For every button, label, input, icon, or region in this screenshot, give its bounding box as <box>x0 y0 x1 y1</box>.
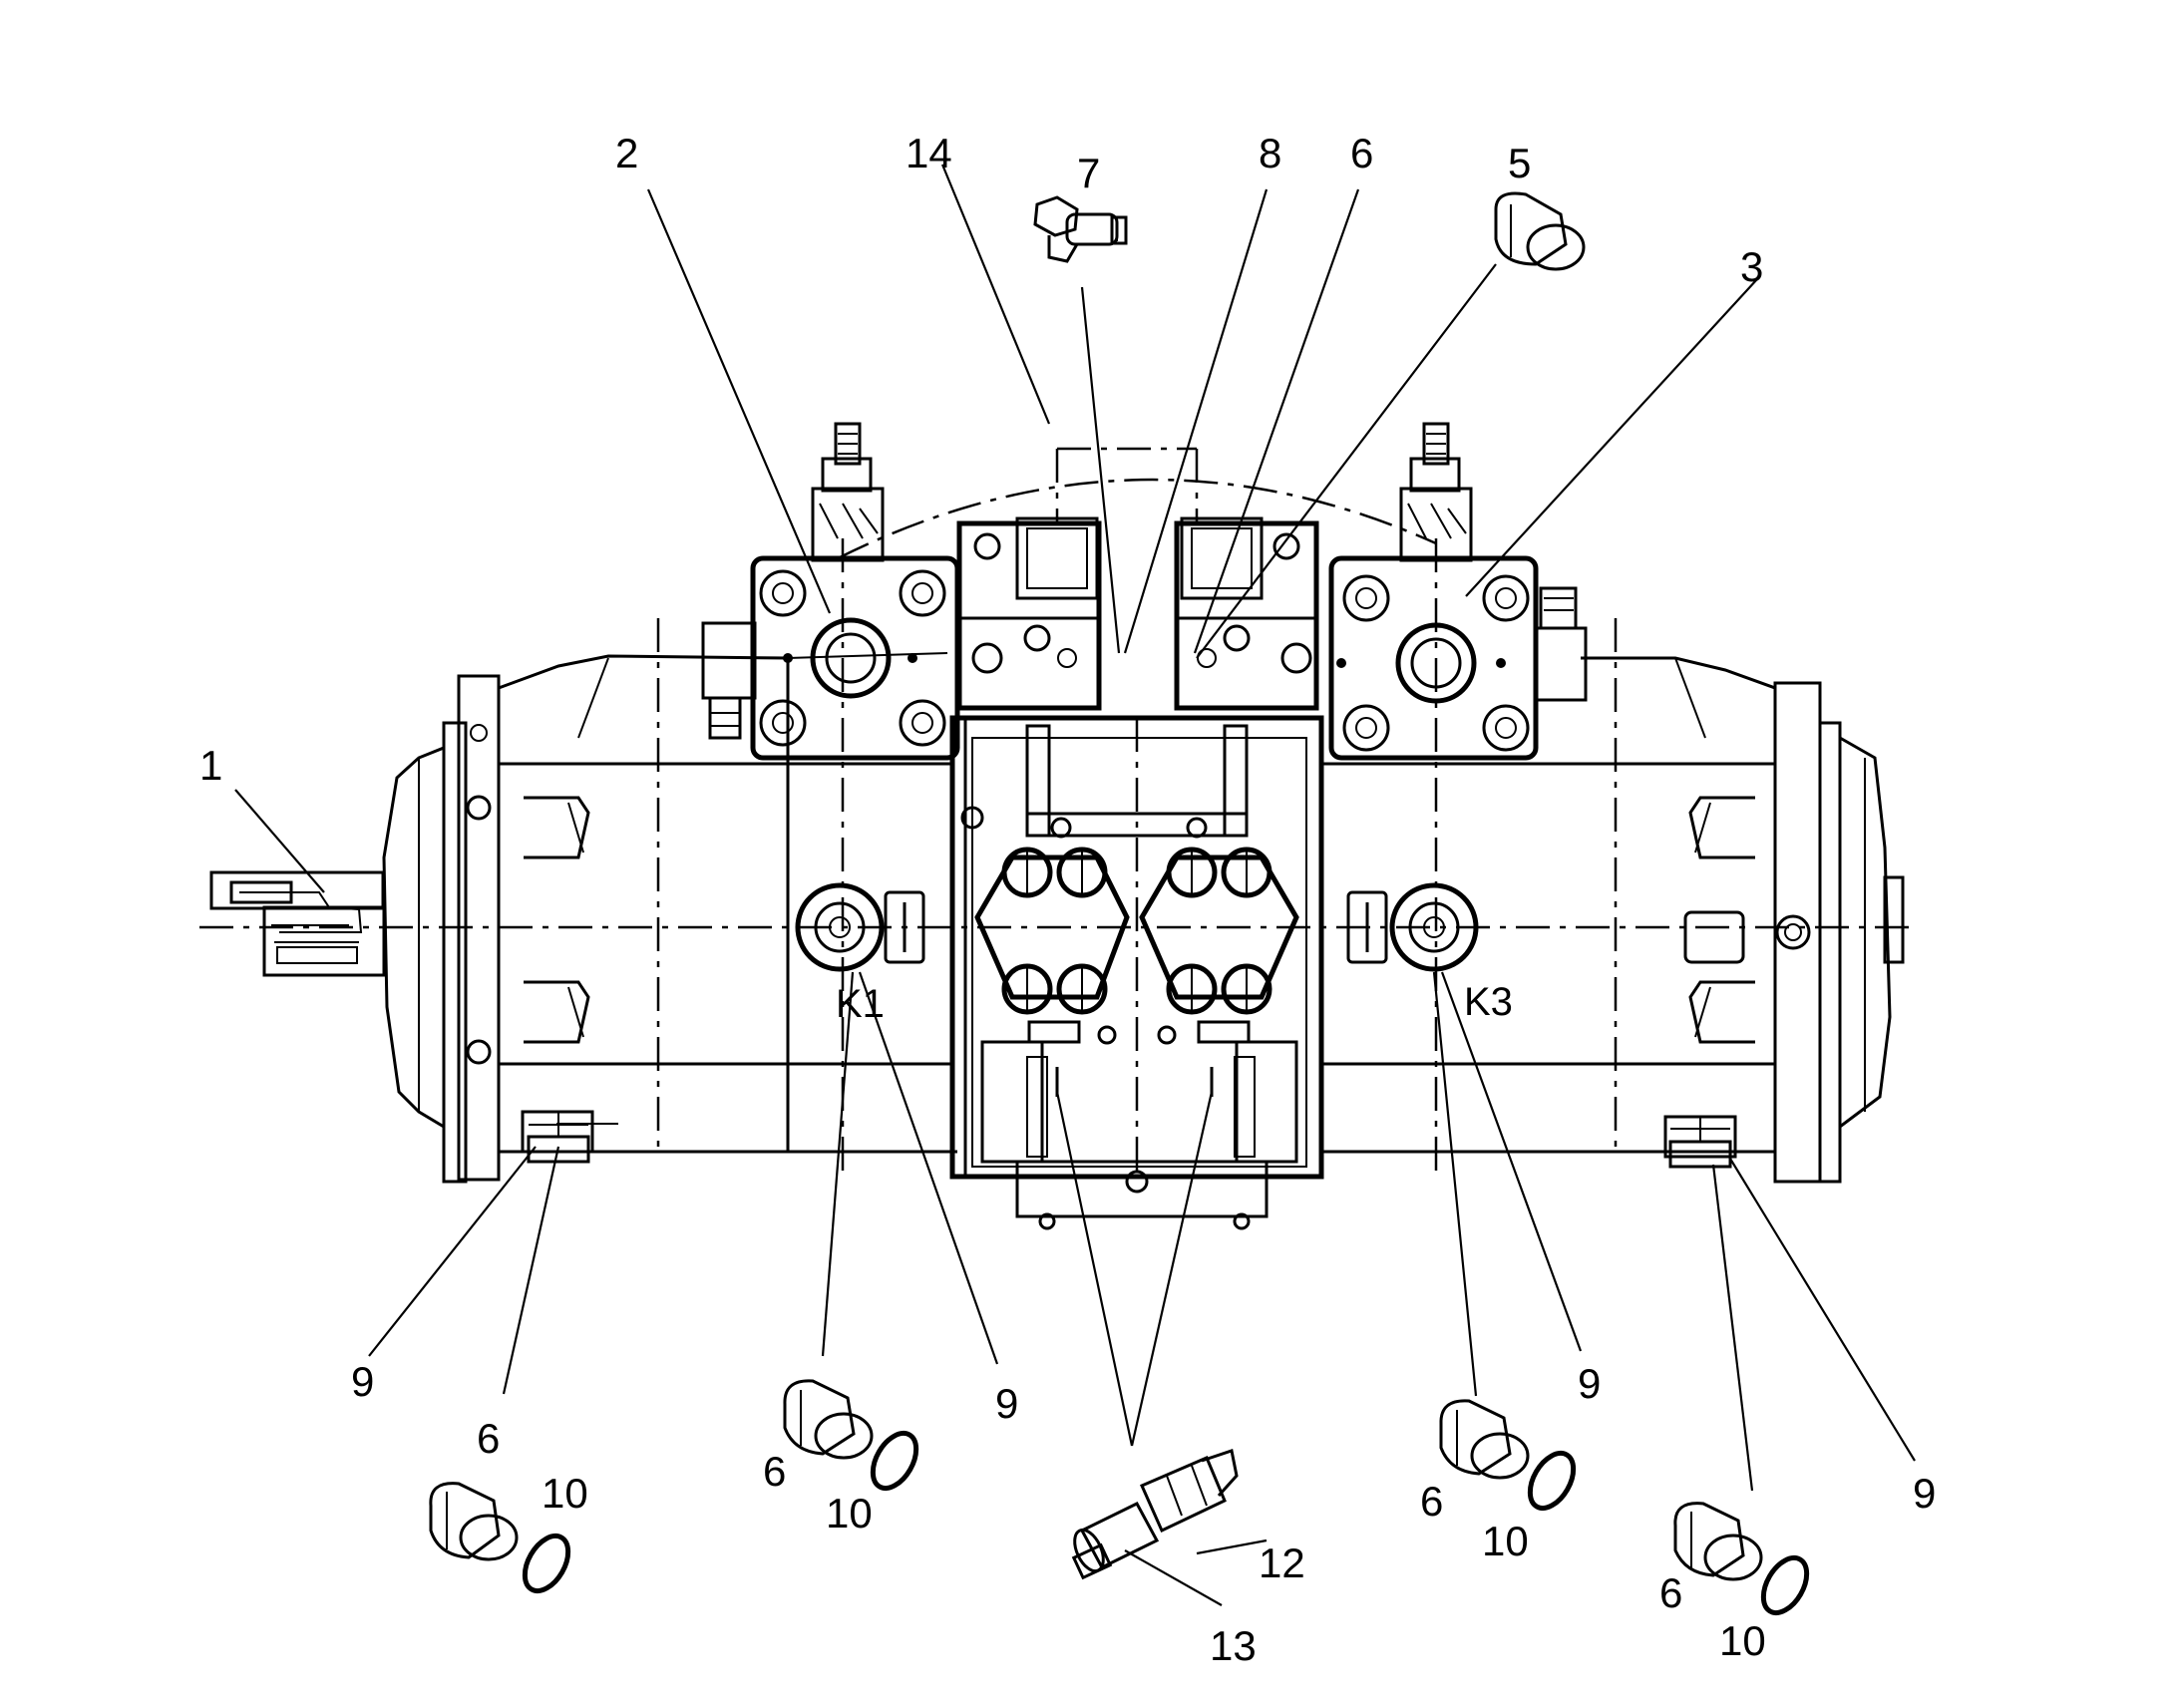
callouts: 1 2 14 7 8 6 5 3 9 6 10 6 9 10 12 13 6 9… <box>199 130 1936 1669</box>
tee-fitting-part <box>1033 195 1128 263</box>
callout-5: 5 <box>1508 140 1531 186</box>
input-shaft <box>209 870 386 977</box>
callout-10-a: 10 <box>542 1470 588 1517</box>
right-regulator <box>1328 422 1588 761</box>
callout-14: 14 <box>906 130 952 176</box>
front-flange <box>382 674 501 1184</box>
callout-7: 7 <box>1077 150 1100 196</box>
callout-10-b: 10 <box>826 1490 873 1537</box>
callout-3: 3 <box>1740 243 1763 290</box>
o-ring-b <box>870 1431 919 1491</box>
callout-9-c: 9 <box>1578 1360 1601 1407</box>
center-lines <box>199 447 1915 1177</box>
right-housing <box>1319 656 1777 1169</box>
callout-9-b: 9 <box>995 1380 1018 1427</box>
o-ring-a <box>522 1534 571 1593</box>
callout-6-d: 6 <box>1659 1569 1682 1616</box>
plug-part-a <box>429 1482 519 1561</box>
o-ring-c <box>1527 1451 1577 1511</box>
callout-8: 8 <box>1259 130 1281 176</box>
callout-6-b: 6 <box>763 1448 786 1495</box>
plug-part-b <box>783 1379 874 1460</box>
left-regulator <box>701 422 960 761</box>
callout-6-a: 6 <box>477 1415 500 1462</box>
o-ring-d <box>1760 1555 1810 1615</box>
callout-12: 12 <box>1259 1539 1305 1586</box>
plug-part-d <box>1673 1502 1763 1581</box>
callout-2: 2 <box>615 130 638 176</box>
left-housing <box>497 652 957 1164</box>
plug-part-c <box>1439 1399 1530 1480</box>
callout-10-d: 10 <box>1719 1617 1766 1664</box>
pressure-sensor-part <box>1071 1449 1239 1580</box>
port-k1 <box>795 882 925 972</box>
callout-13: 13 <box>1210 1622 1257 1669</box>
port-k3 <box>1346 882 1479 972</box>
callout-1: 1 <box>199 742 222 789</box>
callout-10-c: 10 <box>1482 1518 1529 1564</box>
center-block <box>949 516 1324 1230</box>
leader-lines <box>234 164 1916 1606</box>
callout-9-a: 9 <box>351 1358 374 1405</box>
k3-marking: K3 <box>1464 980 1513 1024</box>
rear-flange <box>1773 681 1905 1184</box>
callout-6-top: 6 <box>1350 130 1373 176</box>
callout-6-c: 6 <box>1420 1478 1443 1525</box>
callout-9-d: 9 <box>1913 1470 1936 1517</box>
plug-part-5 <box>1494 191 1586 271</box>
pump-body: K1 K3 <box>199 422 1915 1230</box>
